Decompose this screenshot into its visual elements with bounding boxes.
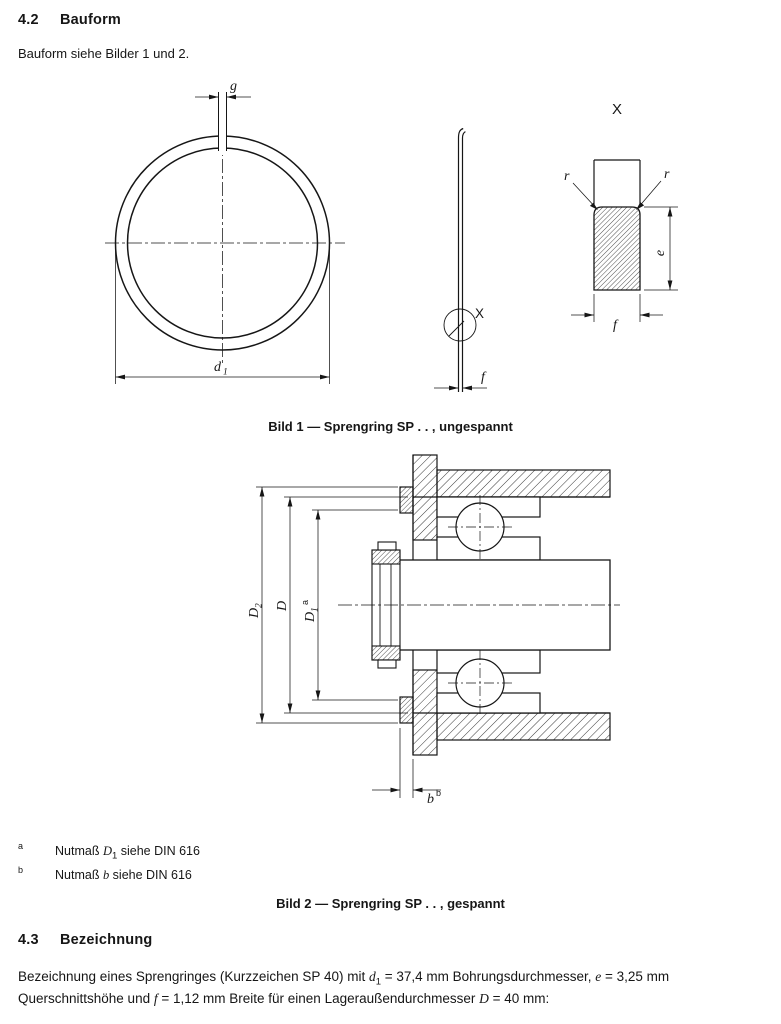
ring-side-view (434, 127, 487, 392)
svg-text:D: D (247, 608, 262, 619)
section-number: 4.2 (18, 12, 39, 28)
svg-text:1: 1 (311, 607, 321, 612)
width-f-side-label: f (481, 370, 487, 385)
dim-b-superscript: b (436, 788, 441, 798)
dimension-arrows (259, 487, 423, 793)
dimension-lines (256, 486, 441, 798)
detail-x-reference-label: X (475, 306, 484, 321)
dim-b-label: b (427, 792, 434, 807)
svg-text:D: D (303, 612, 318, 623)
bore-d1-label: d (214, 360, 222, 375)
footnote-a-marker: a (18, 841, 24, 851)
bore-d1-subscript: 1 (223, 368, 228, 378)
section-heading-42: 4.2 Bauform (18, 12, 121, 28)
figure1-caption: Bild 1 — Sprengring SP . . , ungespannt (268, 419, 513, 434)
dim-D1-label: D 1 a (300, 600, 321, 623)
footnote-b-text: Nutmaß b siehe DIN 616 (55, 868, 192, 882)
designation-paragraph: Bezeichnung eines Sprengringes (Kurzzeic… (18, 969, 670, 1006)
cross-section-detail-x (571, 159, 678, 322)
radius-r-right-label: r (664, 167, 670, 182)
footnote-a: a Nutmaß D1 siehe DIN 616 (18, 841, 200, 862)
figure2-drawing: D 2 D D 1 a b b (247, 454, 620, 807)
snap-ring-section (399, 486, 414, 724)
figure2-caption: Bild 2 — Sprengring SP . . , gespannt (276, 896, 505, 911)
section-title: Bezeichnung (60, 932, 153, 948)
section-number: 4.3 (18, 932, 39, 948)
height-e-label: e (653, 250, 668, 256)
section-title: Bauform (60, 12, 122, 28)
dim-D-label: D (275, 601, 290, 612)
ball-center-lines (448, 495, 512, 715)
ring-front-view (105, 92, 345, 384)
intro-text: Bauform siehe Bilder 1 und 2. (18, 46, 190, 61)
width-f-detail-label: f (613, 318, 619, 333)
footnote-b-marker: b (18, 865, 24, 875)
svg-text:a: a (300, 600, 310, 605)
bearing-section (436, 496, 541, 714)
radius-r-left-label: r (564, 169, 570, 184)
svg-text:D: D (275, 601, 290, 612)
svg-text:2: 2 (255, 603, 265, 608)
footnote-a-text: Nutmaß D1 siehe DIN 616 (55, 844, 200, 862)
svg-text:e: e (653, 250, 668, 256)
detail-x-title: X (612, 101, 622, 118)
gap-g-label: g (230, 79, 237, 94)
figure1-drawing: g d 1 X f (105, 79, 678, 392)
footnote-b: b Nutmaß b siehe DIN 616 (18, 865, 192, 883)
dim-D2-label: D 2 (247, 603, 265, 619)
section-heading-43: 4.3 Bezeichnung (18, 932, 152, 948)
